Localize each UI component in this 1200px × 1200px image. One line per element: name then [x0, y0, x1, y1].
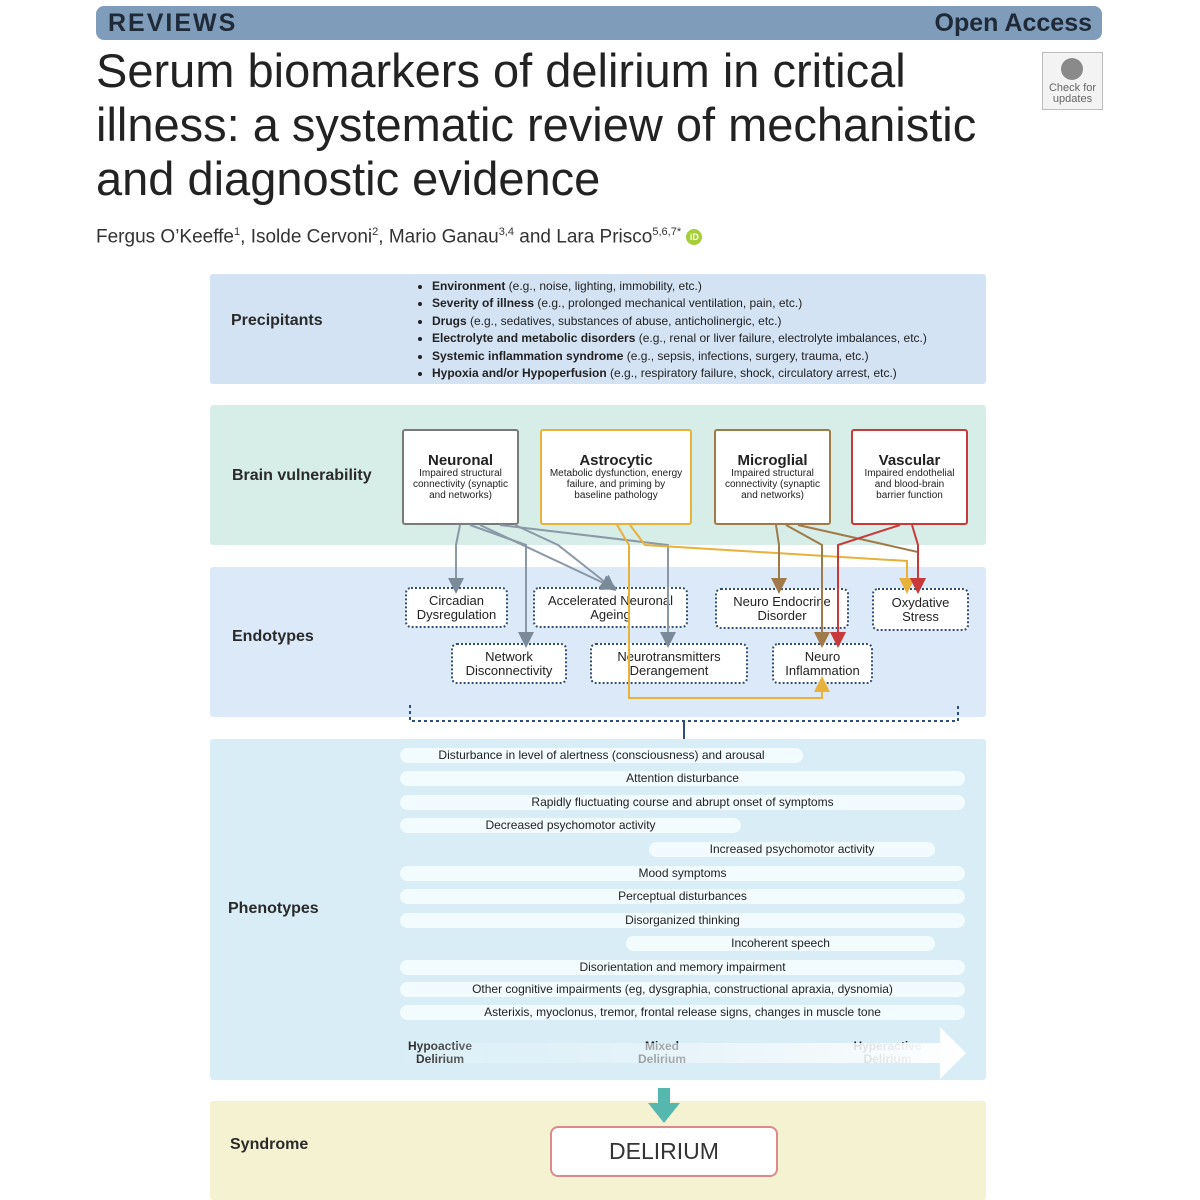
author-affiliation: 5,6,7*	[652, 226, 682, 238]
neuronal-arrow	[469, 524, 534, 648]
microglial-title: Microglial	[737, 452, 808, 469]
syndrome-panel: Syndrome DELIRIUM	[210, 1101, 986, 1200]
list-item: Environment (e.g., noise, lighting, immo…	[432, 278, 927, 295]
neuronal-arrow	[448, 524, 464, 594]
astrocytic-arrow	[629, 524, 915, 594]
phenotype-pill: Disorganized thinking	[400, 913, 965, 928]
list-item: Hypoxia and/or Hypoperfusion (e.g., resp…	[432, 365, 927, 382]
phenotypes-label: Phenotypes	[228, 900, 319, 917]
phenotype-pill: Increased psychomotor activity	[649, 842, 935, 857]
precipitants-label: Precipitants	[231, 312, 323, 329]
microglial-arrow	[771, 524, 787, 594]
astrocytic-title: Astrocytic	[579, 452, 653, 469]
brain-vulnerability-panel: Brain vulnerability Neuronal Impaired st…	[210, 405, 986, 545]
phenotypes-panel: Phenotypes Disturbance in level of alert…	[210, 739, 986, 1080]
check-updates-label: Check for updates	[1048, 82, 1097, 105]
author-name[interactable]: Fergus O’Keeffe	[96, 226, 235, 248]
neuronal-title: Neuronal	[427, 452, 493, 469]
endotype-label: Network Disconnectivity	[465, 648, 553, 678]
article-header-bar: REVIEWS Open Access	[96, 6, 1102, 40]
astrocytic-desc: Metabolic dysfunction, energy failure, a…	[549, 468, 683, 501]
neuronal-box: Neuronal Impaired structural connectivit…	[402, 429, 519, 525]
endotypes-label: Endotypes	[232, 628, 314, 645]
list-item: Drugs (e.g., sedatives, substances of ab…	[432, 313, 927, 330]
author-separator: and	[513, 226, 557, 248]
endotype-label: Neuro Inflammation	[785, 648, 860, 678]
neuronal-arrow	[514, 524, 617, 591]
endotype-label: Neurotransmitters Derangement	[617, 648, 721, 678]
open-access-label[interactable]: Open Access	[934, 9, 1092, 37]
microglial-box: Microglial Impaired structural connectiv…	[714, 429, 831, 525]
phenotype-pill: Other cognitive impairments (eg, dysgrap…	[400, 982, 965, 997]
phenotype-pill: Incoherent speech	[626, 936, 935, 951]
author-name[interactable]: Lara Prisco	[556, 226, 653, 248]
phenotype-pill: Disturbance in level of alertness (consc…	[400, 748, 803, 763]
check-for-updates-badge[interactable]: Check for updates	[1042, 52, 1103, 110]
phenotype-pill: Mood symptoms	[400, 866, 965, 881]
article-title: Serum biomarkers of delirium in critical…	[96, 44, 977, 205]
neuronal-arrow	[499, 524, 676, 648]
syndrome-label: Syndrome	[230, 1136, 309, 1153]
phenotype-pill: Decreased psychomotor activity	[400, 818, 741, 833]
spectrum-arrow	[400, 1027, 966, 1079]
neuro-endocrine-disorder-box: Neuro Endocrine Disorder	[715, 588, 849, 629]
orcid-icon[interactable]: iD	[686, 229, 703, 246]
author-affiliation: 2	[372, 226, 379, 238]
vascular-arrow	[910, 524, 926, 594]
list-item: Systemic inflammation syndrome (e.g., se…	[432, 348, 927, 365]
author-name[interactable]: Isolde Cervoni	[250, 226, 373, 248]
author-affiliation: 3,4	[498, 226, 514, 238]
vascular-title: Vascular	[878, 452, 941, 469]
syndrome-arrow	[648, 1088, 680, 1123]
endotype-label: Oxydative Stress	[891, 594, 950, 624]
list-item: Severity of illness (e.g., prolonged mec…	[432, 295, 927, 312]
author-separator: ,	[240, 226, 251, 248]
brain-vulnerability-label: Brain vulnerability	[232, 467, 372, 484]
microglial-desc: Impaired structural connectivity (synapt…	[724, 468, 821, 501]
astrocytic-arrow	[616, 524, 830, 699]
microglial-arrow	[785, 524, 830, 648]
vascular-arrow	[830, 524, 901, 648]
precipitants-panel: Precipitants Environment (e.g., noise, l…	[210, 274, 986, 384]
precipitants-list: Environment (e.g., noise, lighting, immo…	[415, 278, 927, 382]
endotype-bracket	[409, 705, 959, 722]
author-separator: ,	[378, 226, 389, 248]
phenotype-pill: Attention disturbance	[400, 771, 965, 786]
author-name[interactable]: Mario Ganau	[388, 226, 499, 248]
check-updates-icon	[1061, 58, 1083, 80]
phenotype-pill: Asterixis, myoclonus, tremor, frontal re…	[400, 1005, 965, 1020]
astrocytic-box: Astrocytic Metabolic dysfunction, energy…	[540, 429, 692, 525]
phenotype-pill: Rapidly fluctuating course and abrupt on…	[400, 795, 965, 810]
neuronal-desc: Impaired structural connectivity (synapt…	[412, 468, 509, 501]
phenotype-pill: Perceptual disturbances	[400, 889, 965, 904]
author-affiliation: 1	[234, 226, 241, 238]
section-label: REVIEWS	[108, 9, 238, 37]
list-item: Electrolyte and metabolic disorders (e.g…	[432, 330, 927, 347]
endotypes-panel: Endotypes Circadian Dysregulation Accele…	[210, 567, 986, 717]
neuronal-arrow	[479, 524, 618, 590]
endotype-label: Accelerated Neuronal Ageing	[547, 592, 674, 622]
oxydative-stress-box: Oxydative Stress	[872, 588, 969, 631]
network-disconnectivity-box: Network Disconnectivity	[451, 643, 567, 684]
phenotype-pill: Disorientation and memory impairment	[400, 960, 965, 975]
vascular-desc: Impaired endothelial and blood-brain bar…	[864, 468, 955, 501]
delirium-box: DELIRIUM	[550, 1126, 778, 1177]
endotype-label: Circadian Dysregulation	[416, 592, 497, 622]
author-list: Fergus O’Keeffe1, Isolde Cervoni2, Mario…	[96, 226, 703, 248]
endotype-label: Neuro Endocrine Disorder	[733, 593, 831, 623]
vascular-box: Vascular Impaired endothelial and blood-…	[851, 429, 968, 525]
